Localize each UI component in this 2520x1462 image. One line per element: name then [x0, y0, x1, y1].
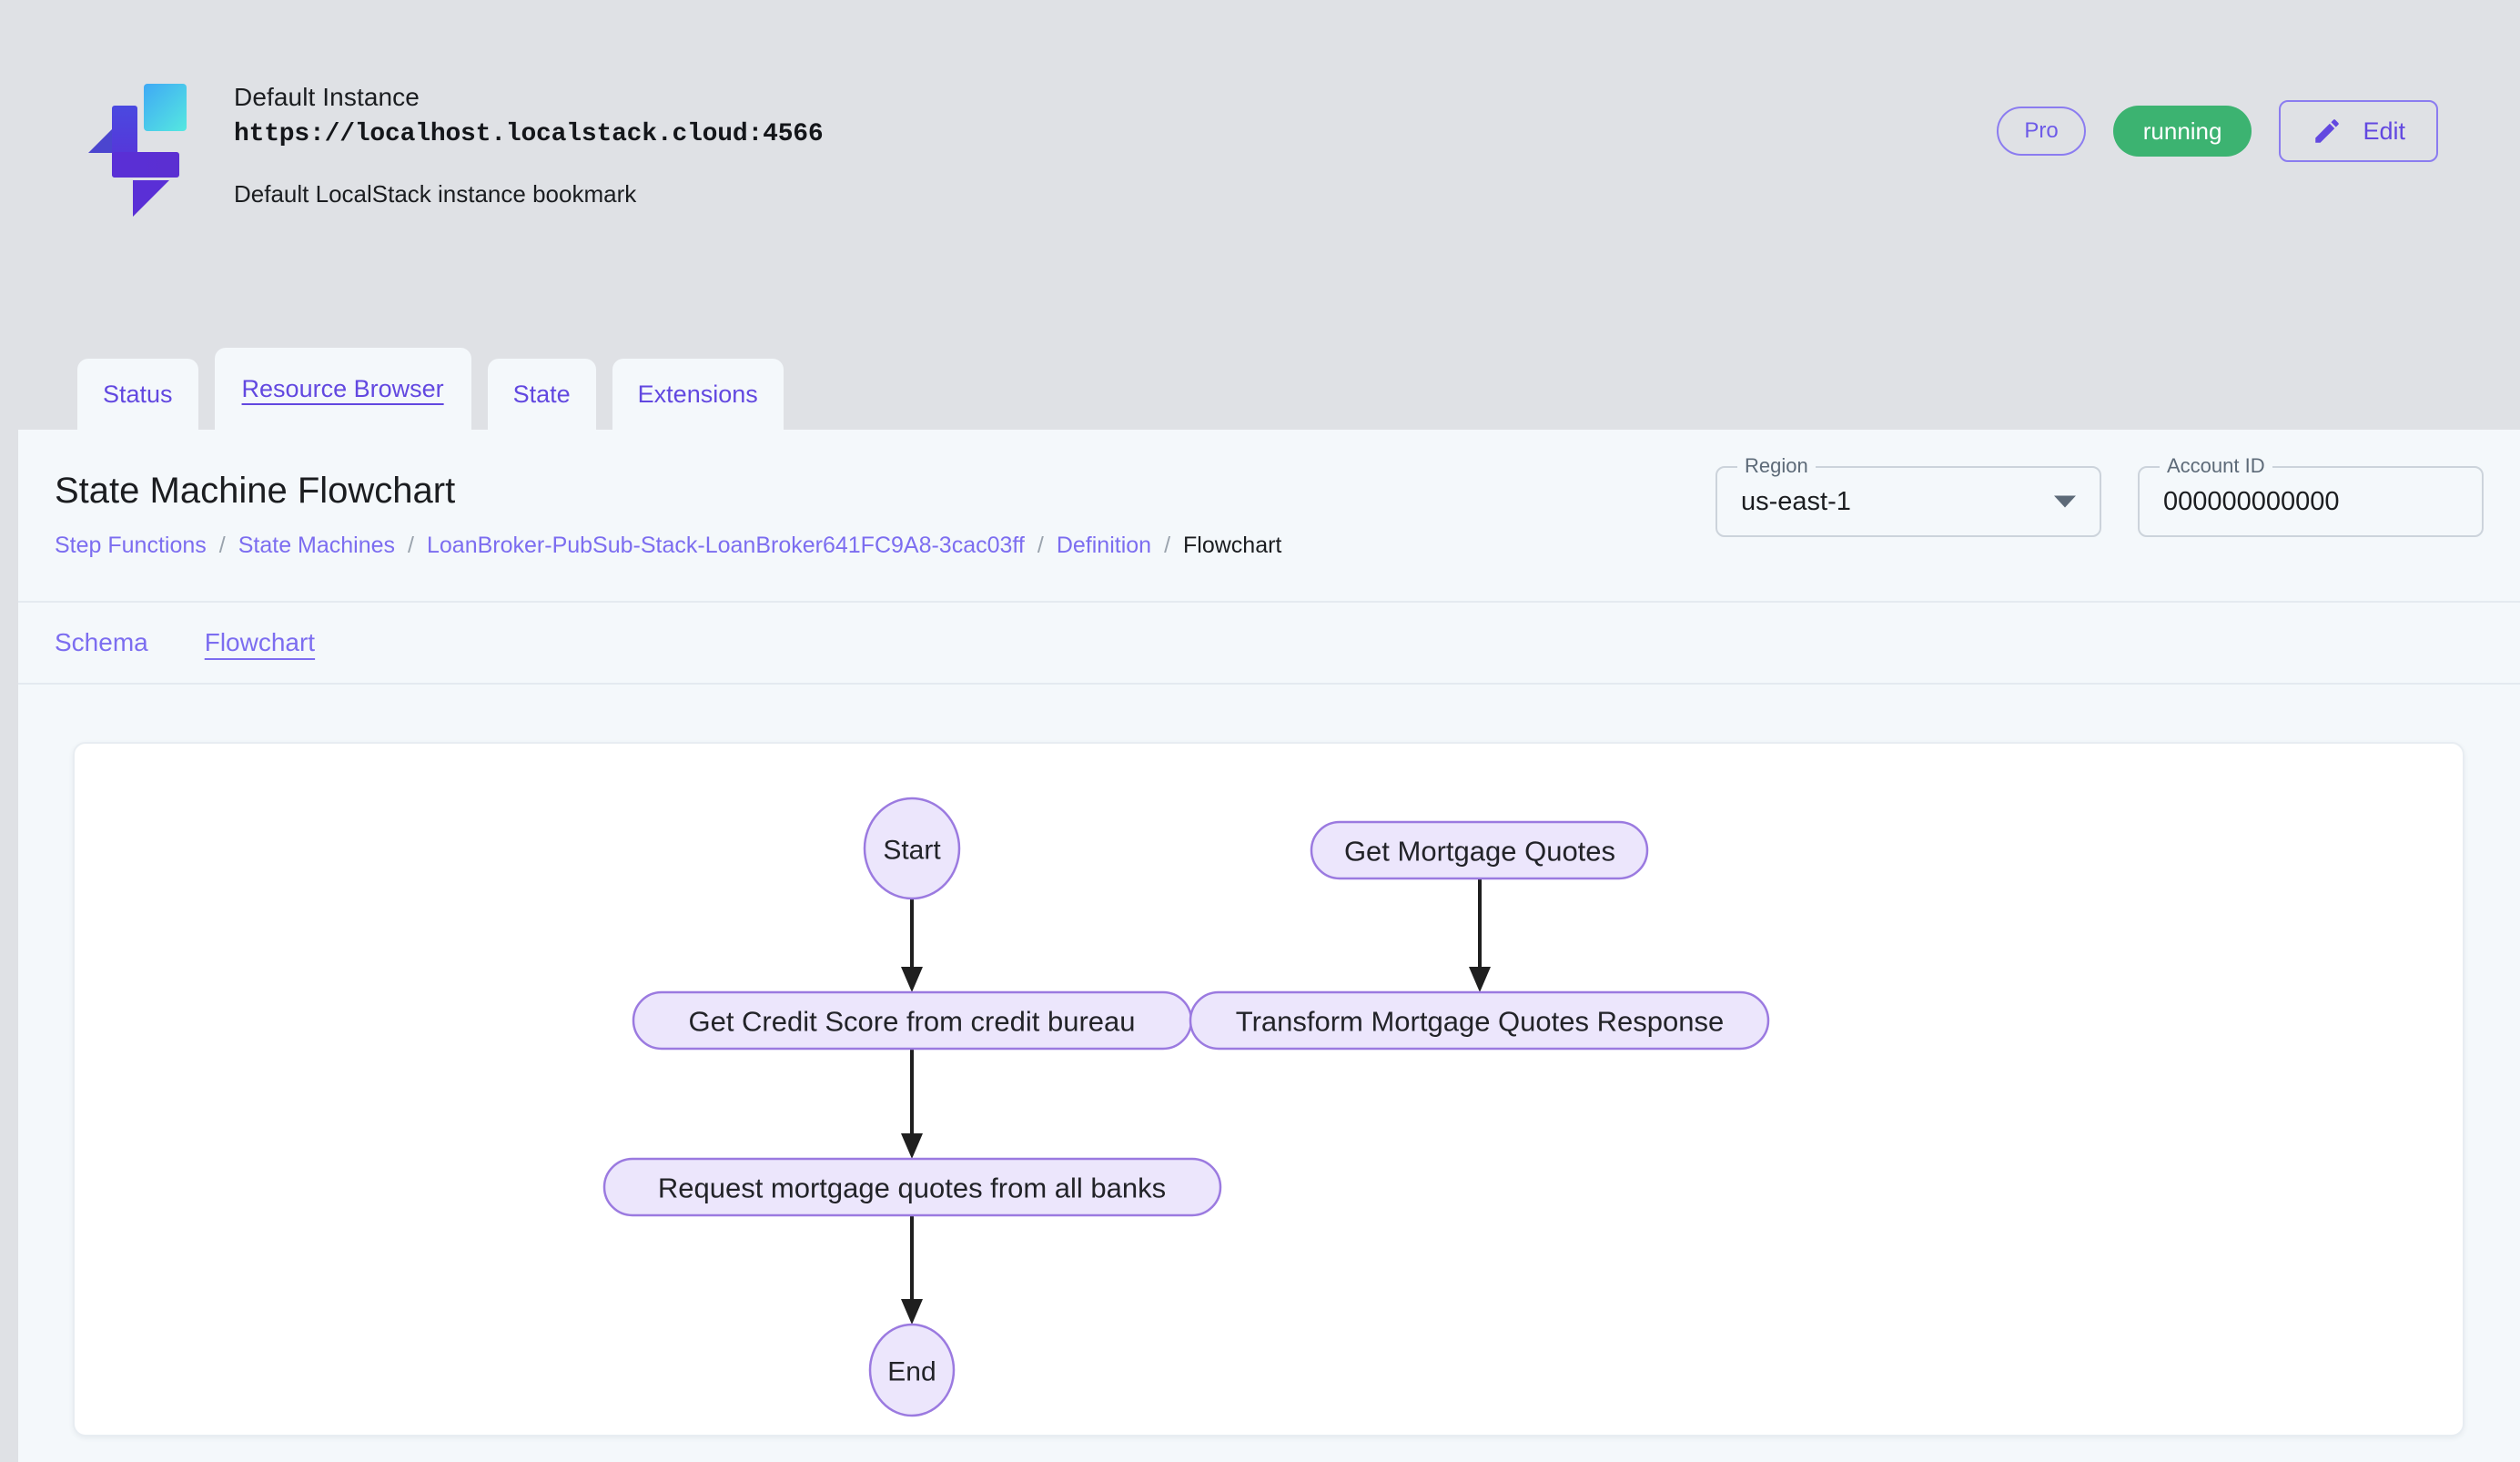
main-tabs: Status Resource Browser State Extensions — [0, 348, 784, 430]
region-value: us-east-1 — [1741, 487, 1851, 516]
instance-header: Default Instance https://localhost.local… — [0, 0, 2520, 430]
page-title: State Machine Flowchart — [55, 471, 456, 511]
tab-state-label: State — [512, 380, 571, 408]
breadcrumb: Step Functions / State Machines / LoanBr… — [55, 530, 1281, 561]
content-panel: State Machine Flowchart Step Functions /… — [18, 430, 2520, 1462]
pro-badge[interactable]: Pro — [1997, 107, 2086, 156]
region-label: Region — [1737, 453, 1816, 479]
localstack-logo-icon — [86, 80, 188, 217]
tab-status[interactable]: Status — [77, 359, 198, 430]
breadcrumb-item-state-machine-name[interactable]: LoanBroker-PubSub-Stack-LoanBroker641FC9… — [427, 533, 1025, 558]
flow-node-transform-response-label: Transform Mortgage Quotes Response — [1236, 1006, 1724, 1038]
edit-button[interactable]: Edit — [2279, 100, 2438, 162]
status-badge: running — [2112, 106, 2252, 157]
edge-credit-to-request — [901, 1049, 923, 1159]
flow-node-get-credit-score-label: Get Credit Score from credit bureau — [688, 1006, 1135, 1038]
instance-endpoint: https://localhost.localstack.cloud:4566 — [234, 120, 824, 148]
edge-start-to-credit — [901, 899, 923, 992]
breadcrumb-separator: / — [218, 533, 226, 558]
flow-node-get-mortgage-quotes-label: Get Mortgage Quotes — [1344, 836, 1615, 868]
flowchart-card: Start Get Credit Score from credit burea… — [73, 742, 2464, 1437]
flow-node-request-quotes[interactable]: Request mortgage quotes from all banks — [602, 1157, 1222, 1217]
account-id-value: 000000000000 — [2163, 487, 2340, 516]
flow-node-get-credit-score[interactable]: Get Credit Score from credit bureau — [632, 990, 1193, 1051]
flow-node-transform-response[interactable]: Transform Mortgage Quotes Response — [1189, 990, 1770, 1051]
tab-resource-browser[interactable]: Resource Browser — [214, 348, 471, 430]
breadcrumb-item-state-machines[interactable]: State Machines — [238, 533, 396, 558]
flow-node-end[interactable]: End — [868, 1323, 956, 1417]
instance-name: Default Instance — [234, 83, 420, 111]
edge-getquotes-to-transform — [1469, 878, 1491, 992]
tab-extensions-label: Extensions — [637, 380, 758, 408]
pencil-icon — [2312, 116, 2343, 147]
instance-description: Default LocalStack instance bookmark — [234, 180, 637, 208]
breadcrumb-item-definition[interactable]: Definition — [1056, 533, 1152, 558]
flow-node-end-label: End — [887, 1357, 936, 1387]
flow-node-request-quotes-label: Request mortgage quotes from all banks — [658, 1173, 1166, 1204]
breadcrumb-separator: / — [1164, 533, 1171, 558]
tab-resource-browser-label: Resource Browser — [241, 374, 444, 402]
breadcrumb-item-flowchart: Flowchart — [1183, 533, 1282, 558]
flow-node-start-label: Start — [883, 836, 941, 866]
region-select[interactable]: Region us-east-1 — [1715, 453, 2101, 537]
instance-text-block: Default Instance https://localhost.local… — [234, 80, 824, 209]
instance-summary: Default Instance https://localhost.local… — [86, 80, 824, 217]
header-fields: Region us-east-1 Account ID 000000000000 — [1715, 453, 2484, 537]
chevron-down-icon — [2054, 495, 2076, 508]
tab-extensions[interactable]: Extensions — [612, 359, 784, 430]
resource-subtabs: Schema Flowchart — [18, 603, 2520, 685]
breadcrumb-separator: / — [1037, 533, 1044, 558]
edit-button-label: Edit — [2363, 117, 2405, 145]
breadcrumb-item-step-functions[interactable]: Step Functions — [55, 533, 207, 558]
subtab-flowchart[interactable]: Flowchart — [204, 628, 316, 656]
account-id-field[interactable]: Account ID 000000000000 — [2138, 453, 2484, 537]
edge-request-to-end — [901, 1215, 923, 1325]
state-machine-flowchart[interactable]: Start Get Credit Score from credit burea… — [75, 744, 2463, 1435]
flow-node-start[interactable]: Start — [863, 797, 961, 900]
page-header: State Machine Flowchart Step Functions /… — [18, 430, 2520, 603]
header-actions: Pro running Edit — [1997, 100, 2438, 162]
flow-node-get-mortgage-quotes[interactable]: Get Mortgage Quotes — [1310, 820, 1649, 880]
tab-status-label: Status — [103, 380, 173, 408]
tab-state[interactable]: State — [487, 359, 596, 430]
breadcrumb-separator: / — [408, 533, 414, 558]
subtab-schema[interactable]: Schema — [55, 628, 148, 656]
account-id-label: Account ID — [2160, 453, 2272, 479]
